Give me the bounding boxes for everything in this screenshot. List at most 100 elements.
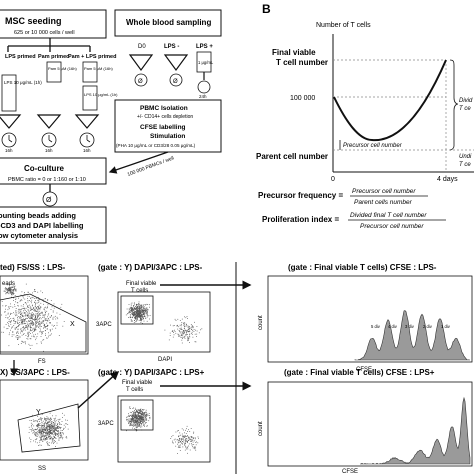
scatter-point: [50, 426, 52, 428]
scatter-point: [23, 326, 24, 328]
scatter-point: [31, 322, 32, 324]
scatter-point: [57, 423, 59, 424]
scatter-point: [36, 432, 38, 434]
scatter-point: [47, 428, 49, 430]
scatter-point: [132, 408, 134, 409]
scatter-point: [137, 312, 139, 313]
scatter-point: [52, 439, 54, 441]
scatter-point: [27, 329, 29, 330]
scatter-point: [44, 417, 45, 419]
scatter-point: [53, 431, 54, 432]
scatter-point: [42, 312, 43, 314]
scatter-point: [32, 324, 34, 326]
scatter-point: [45, 418, 47, 419]
wb-down-arrow-2: [163, 54, 189, 72]
scatter-point: [16, 313, 18, 315]
scatter-point: [38, 436, 40, 438]
scatter-point: [35, 306, 36, 307]
scatter-point: [39, 299, 40, 300]
scatter-point: [38, 445, 39, 446]
scatter-point: [47, 316, 48, 318]
scatter-point: [24, 308, 26, 310]
scatter-point: [137, 307, 139, 309]
scatter-point: [27, 315, 28, 317]
scatter-point: [187, 431, 188, 432]
scatter-point: [19, 310, 21, 312]
scatter-point: [20, 316, 21, 317]
dapi-apc-scatter: [125, 301, 203, 344]
scatter-point: [45, 427, 47, 428]
scatter-point: [25, 312, 27, 314]
scatter-point: [38, 430, 40, 431]
scatter-point: [50, 420, 51, 422]
scatter-point: [184, 331, 185, 333]
scatter-point: [134, 302, 135, 304]
scatter-point: [60, 431, 62, 433]
scatter-point: [47, 304, 49, 306]
scatter-point: [136, 311, 138, 312]
scatter-point: [136, 317, 138, 318]
scatter-point: [10, 312, 11, 314]
scatter-point: [132, 307, 134, 309]
scatter-point: [144, 413, 146, 415]
final-viable-gate: [120, 399, 154, 431]
scatter-point: [173, 334, 175, 336]
scatter-point: [188, 338, 190, 340]
scatter-point: [52, 439, 54, 441]
scatter-point: [37, 326, 39, 327]
cfse-labelling: CFSE labelling: [140, 124, 186, 131]
scatter-point: [135, 309, 137, 310]
fs-axis-label: FS: [38, 359, 46, 365]
scatter-point: [8, 321, 10, 322]
scatter-point: [48, 421, 50, 422]
scatter-point: [54, 428, 56, 430]
scatter-point: [42, 321, 44, 322]
scatter-point: [15, 288, 17, 290]
scatter-point: [146, 416, 148, 417]
scatter-point: [35, 432, 37, 434]
scatter-point: [36, 431, 38, 433]
scatter-point: [37, 297, 39, 298]
scatter-point: [129, 421, 131, 422]
scatter-point: [133, 312, 135, 314]
scatter-point: [137, 306, 139, 307]
scatter-point: [45, 318, 47, 320]
scatter-point: [132, 310, 133, 311]
scatter-point: [131, 421, 133, 423]
scatter-point: [140, 309, 142, 311]
scatter-point: [45, 333, 46, 335]
scatter-point: [33, 421, 35, 422]
scatter-point: [23, 320, 24, 322]
scatter-point: [36, 336, 38, 337]
scatter-point: [35, 324, 36, 326]
scatter-point: [5, 324, 7, 325]
scatter-point: [140, 305, 141, 306]
scatter-point: [20, 332, 21, 334]
scatter-point: [139, 415, 141, 416]
scatter-point: [57, 428, 58, 429]
scatter-point: [25, 326, 26, 328]
scatter-point: [181, 435, 183, 437]
scatter-point: [189, 336, 191, 338]
scatter-point: [192, 441, 194, 443]
scatter-point: [140, 307, 142, 309]
scatter-point: [38, 315, 39, 317]
scatter-point: [10, 306, 12, 307]
scatter-point: [41, 433, 42, 435]
scatter-point: [33, 430, 35, 432]
scatter-point: [28, 321, 30, 322]
cfse-histogram-frame: [267, 381, 473, 467]
scatter-point: [45, 435, 47, 437]
scatter-point: [35, 432, 36, 434]
scatter-point: [179, 438, 181, 440]
scatter-point: [170, 324, 171, 326]
scatter-point: [35, 326, 37, 327]
scatter-point: [49, 418, 51, 419]
scatter-point: [132, 427, 133, 429]
scatter-point: [20, 343, 22, 344]
scatter-point: [190, 324, 192, 325]
scatter-point: [178, 330, 180, 331]
t-cell-curve: [333, 59, 447, 142]
scatter-point: [175, 320, 177, 321]
scatter-point: [7, 292, 9, 294]
